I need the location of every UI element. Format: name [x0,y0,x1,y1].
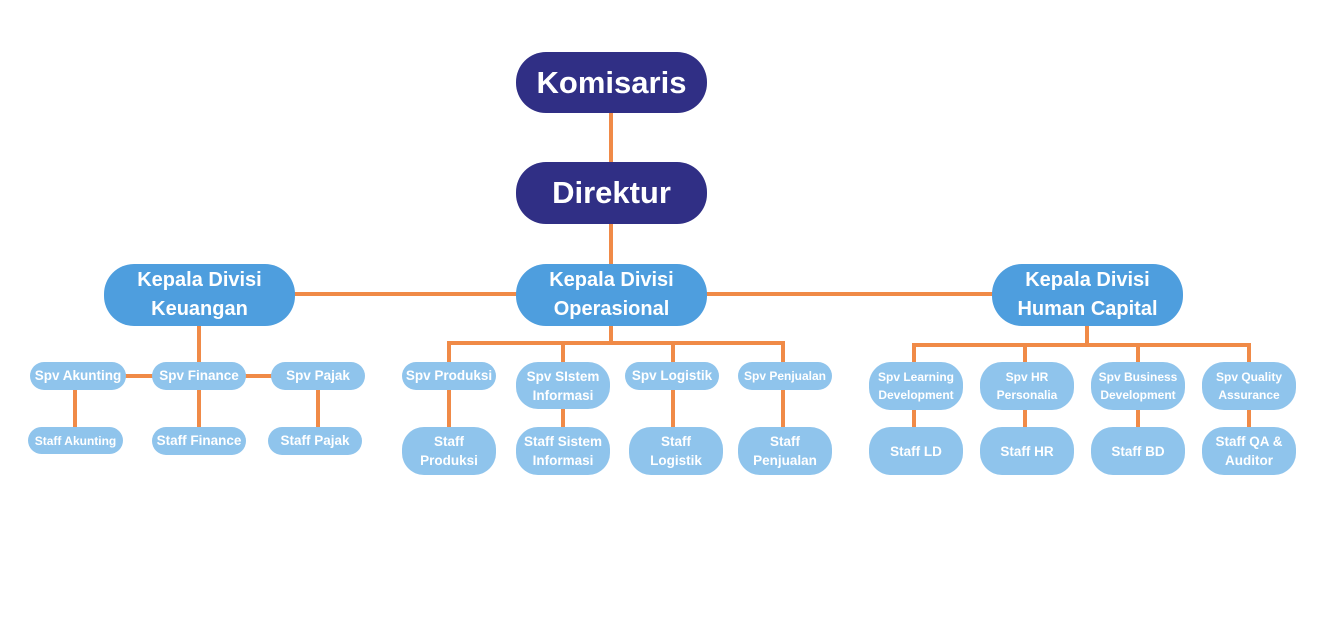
node-komisaris: Komisaris [516,52,707,113]
node-staff-penjualan: Staff Penjualan [738,427,832,475]
node-staff-sistem-informasi: Staff Sistem Informasi [516,427,610,475]
node-kepala-divisi-human-capital: Kepala Divisi Human Capital [992,264,1183,326]
node-staff-ld: Staff LD [869,427,963,475]
node-staff-pajak: Staff Pajak [268,427,362,455]
node-spv-logistik: Spv Logistik [625,362,719,390]
node-spv-finance: Spv Finance [152,362,246,390]
node-kepala-divisi-keuangan: Kepala Divisi Keuangan [104,264,295,326]
node-spv-akunting: Spv Akunting [30,362,126,390]
node-staff-akunting: Staff Akunting [28,427,123,454]
node-spv-hr-personalia: Spv HR Personalia [980,362,1074,410]
node-staff-produksi: Staff Produksi [402,427,496,475]
node-spv-sistem-informasi: Spv SIstem Informasi [516,362,610,409]
node-spv-produksi: Spv Produksi [402,362,496,390]
node-spv-business-development: Spv Business Development [1091,362,1185,410]
node-staff-hr: Staff HR [980,427,1074,475]
node-staff-logistik: Staff Logistik [629,427,723,475]
node-staff-qa-auditor: Staff QA & Auditor [1202,427,1296,475]
node-spv-pajak: Spv Pajak [271,362,365,390]
node-spv-learning-development: Spv Learning Development [869,362,963,410]
node-staff-finance: Staff Finance [152,427,246,455]
node-spv-quality-assurance: Spv Quality Assurance [1202,362,1296,410]
node-staff-bd: Staff BD [1091,427,1185,475]
node-spv-penjualan: Spv Penjualan [738,362,832,390]
node-kepala-divisi-operasional: Kepala Divisi Operasional [516,264,707,326]
node-direktur: Direktur [516,162,707,224]
